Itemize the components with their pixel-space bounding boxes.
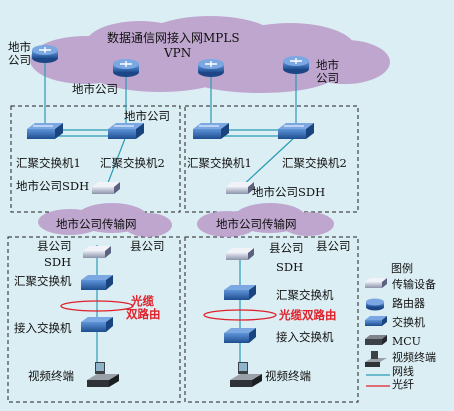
- label-trans-net-left: 地市公司传输网: [56, 217, 137, 231]
- label-county-sdh-right: SDH: [276, 260, 304, 274]
- router-icon: [113, 59, 139, 77]
- transmission-cloud-left: [38, 203, 172, 237]
- label-county-right-2: 县公司: [316, 239, 351, 253]
- router-icon: [198, 59, 224, 77]
- label-county-sdh-left-2: SDH: [44, 255, 72, 269]
- legend-router-icon: [366, 298, 384, 311]
- transmission-device-icon: [226, 248, 254, 260]
- fiber-dual-routes: [60, 300, 277, 321]
- dashed-boxes: [7, 105, 359, 403]
- legend-transmission-icon: [365, 278, 387, 288]
- legend-label-network-line: 网线: [392, 365, 414, 378]
- label-agg1-left: 汇聚交换机1: [16, 156, 81, 170]
- label-access-right: 接入交换机: [276, 330, 334, 344]
- legend-label-router: 路由器: [392, 297, 425, 310]
- label-sdh-left: 地市公司SDH: [16, 179, 90, 193]
- transmission-device-icon: [92, 182, 120, 194]
- label-agg2-left: 汇聚交换机2: [100, 156, 165, 170]
- label-agg-sw-left: 汇聚交换机: [14, 274, 72, 288]
- legend-mcu-icon: [365, 335, 387, 345]
- label-video-left: 视频终端: [28, 369, 74, 383]
- legend-label-video: 视频终端: [392, 351, 436, 364]
- label-fiber-left-1: 光缆: [131, 294, 154, 308]
- legend-label-fiber: 光纤: [392, 378, 414, 391]
- switch-icon: [81, 317, 113, 332]
- transmission-cloud-right: [197, 203, 334, 237]
- switch-icon: [81, 275, 113, 290]
- legend-video-terminal-icon: [365, 351, 387, 367]
- label-video-right: 视频终端: [265, 369, 311, 383]
- switch-icon: [108, 123, 144, 139]
- switch-icon: [193, 123, 229, 139]
- transmission-device-icon: [226, 182, 254, 194]
- label-county-sdh-left-1: 县公司: [37, 239, 72, 253]
- mpls-vpn-cloud: [30, 16, 390, 93]
- cloud-title-line1: 数据通信网接入网MPLS: [107, 31, 240, 45]
- label-tr-city: 地市 公司: [316, 58, 339, 85]
- switch-icon: [27, 123, 63, 139]
- label-county-left: 县公司: [130, 239, 165, 253]
- label-agg1-right: 汇聚交换机1: [187, 156, 252, 170]
- label-agg2-right: 汇聚交换机2: [282, 156, 347, 170]
- legend-label-switch: 交换机: [392, 316, 425, 329]
- label-county-right-1: 县公司: [269, 241, 304, 255]
- video-terminal-icon: [230, 362, 262, 387]
- switch-icon: [224, 328, 256, 343]
- label-top-city-mid: 地市公司: [72, 82, 118, 96]
- switch-icon: [224, 285, 256, 300]
- label-tl-city: 地市 公司: [8, 40, 31, 67]
- legend-switch-icon: [365, 316, 387, 326]
- router-icon: [283, 56, 309, 74]
- label-box1-city: 地市公司: [124, 109, 170, 123]
- label-trans-net-right: 地市公司传输网: [216, 217, 297, 231]
- cloud-title-line2: VPN: [164, 46, 192, 60]
- legend-label-transmission: 传输设备: [392, 278, 436, 291]
- label-fiber-right: 光缆双路由: [279, 308, 337, 322]
- label-access-left: 接入交换机: [14, 321, 72, 335]
- transmission-device-icon: [83, 246, 111, 258]
- label-agg-sw-right: 汇聚交换机: [276, 288, 334, 302]
- legend-title: 图例: [391, 262, 413, 275]
- switch-icon: [278, 123, 314, 139]
- label-sdh-right: 地市公司SDH: [252, 185, 326, 199]
- legend-label-mcu: MCU: [392, 335, 421, 348]
- video-terminal-icon: [87, 362, 119, 387]
- router-icon: [32, 45, 58, 63]
- label-fiber-left-2: 双路由: [126, 307, 161, 321]
